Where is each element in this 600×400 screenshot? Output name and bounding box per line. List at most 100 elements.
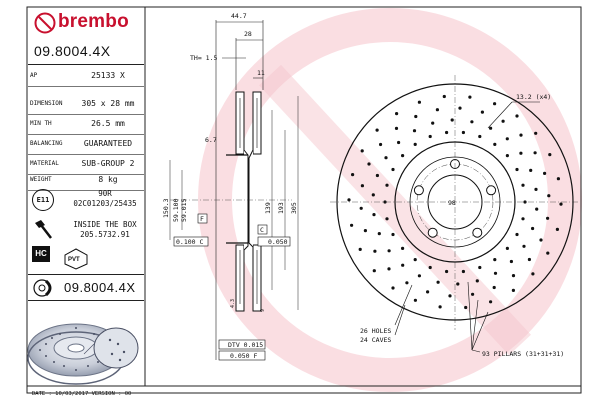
drill-hole xyxy=(387,249,391,253)
dim-28: 28 xyxy=(244,30,252,38)
drill-hole xyxy=(417,100,421,104)
drill-hole xyxy=(377,232,381,236)
spec-key: WEIGHT xyxy=(30,176,52,183)
drill-hole xyxy=(493,258,497,262)
drill-hole xyxy=(413,142,417,146)
spec-value: GUARANTEED xyxy=(83,139,133,148)
drill-hole xyxy=(521,183,525,187)
drill-hole xyxy=(535,207,539,211)
drill-hole xyxy=(371,193,375,197)
pillars-note: 93 PILLARS (31+31+31) xyxy=(482,350,564,358)
bolt-holes xyxy=(413,159,497,238)
spec-value: 26.5 mm xyxy=(91,119,125,128)
drill-hole xyxy=(401,154,405,158)
dim-4-3: 4.3 xyxy=(230,299,236,308)
disc-rendering-image xyxy=(27,323,139,385)
drill-hole xyxy=(445,269,449,274)
divider xyxy=(28,64,144,65)
dim-193: 193 xyxy=(277,202,285,214)
drill-hole xyxy=(505,246,509,250)
spec-row-material: MATERIAL SUB-GROUP 2 xyxy=(28,155,144,175)
drill-hole xyxy=(413,258,417,262)
drill-hole xyxy=(539,238,543,242)
drill-hole xyxy=(478,134,482,139)
drill-hole xyxy=(511,274,516,278)
drill-hole xyxy=(360,184,364,188)
drill-hole xyxy=(505,137,509,141)
dim-11: 11 xyxy=(257,69,265,77)
drill-hole xyxy=(527,257,532,262)
drill-hole xyxy=(379,142,383,147)
spec-value: 25133 X xyxy=(91,71,125,80)
drill-hole xyxy=(478,265,482,270)
drill-hole xyxy=(385,217,389,221)
spec-row-balancing: BALANCING GUARANTEED xyxy=(28,135,144,155)
drill-hole xyxy=(372,213,376,217)
divider xyxy=(28,274,144,275)
part-number: 09.8004.4X xyxy=(34,43,111,59)
dim-139: 139 xyxy=(264,202,272,214)
drill-hole xyxy=(347,198,351,202)
drill-hole xyxy=(493,102,497,106)
drill-hole xyxy=(367,162,371,166)
drill-hole xyxy=(431,121,435,125)
dim-150-3: 150.3 xyxy=(162,198,170,218)
spec-key: MATERIAL xyxy=(30,160,59,167)
spec-value: 8 kg xyxy=(98,175,118,184)
homologation-line1: 90R xyxy=(98,189,112,198)
drill-hole xyxy=(515,232,519,237)
drill-hole xyxy=(401,246,405,250)
drill-hole xyxy=(489,126,493,130)
drill-hole xyxy=(417,274,421,278)
spec-value: SUB-GROUP 2 xyxy=(81,159,135,168)
drill-hole xyxy=(350,223,354,227)
hc-badge: HC xyxy=(32,246,50,262)
drill-hole xyxy=(375,128,379,132)
drill-hole xyxy=(413,298,417,302)
tol-0-050-f: 0.050 F xyxy=(230,352,257,360)
drill-hole xyxy=(531,272,535,276)
drill-hole xyxy=(375,173,379,178)
drill-hole xyxy=(363,229,367,233)
pvt-badge: PVT xyxy=(68,257,80,263)
brand-name: brembo xyxy=(58,11,129,32)
drill-hole xyxy=(448,294,452,298)
drill-hole xyxy=(511,288,515,292)
drill-hole xyxy=(435,108,439,112)
drill-hole xyxy=(458,106,462,110)
dim-th: TH= 1.5 xyxy=(190,54,217,62)
drill-hole xyxy=(351,173,355,177)
homologation-row: E11 90R 02C01203/25435 xyxy=(28,186,144,214)
drill-hole xyxy=(515,167,519,172)
drill-hole xyxy=(546,216,550,220)
drill-hole xyxy=(358,247,362,251)
drill-hole xyxy=(519,133,523,137)
bolt-hole xyxy=(413,185,424,196)
drill-hole xyxy=(464,305,468,310)
tol-0-050: 0.050 xyxy=(268,238,288,246)
drill-hole xyxy=(436,280,440,284)
dim-6-7: 6.7 xyxy=(205,136,217,144)
spec-key: DIMENSION xyxy=(30,100,63,107)
bolt-hole xyxy=(472,227,483,238)
drill-hole xyxy=(461,269,465,274)
drill-hole xyxy=(546,251,550,255)
drill-hole xyxy=(548,153,552,157)
drill-hole xyxy=(547,194,551,198)
tol-dtv: DTV 0.015 xyxy=(228,341,263,349)
drill-hole xyxy=(515,114,519,118)
drill-hole xyxy=(471,292,475,296)
drill-hole xyxy=(397,140,401,145)
drill-hole xyxy=(442,94,446,99)
drill-hole xyxy=(522,244,526,248)
drill-hole xyxy=(384,156,388,160)
spec-row-weight: WEIGHT 8 kg xyxy=(28,171,144,191)
divider xyxy=(28,300,144,301)
dim-44-7: 44.7 xyxy=(231,12,247,20)
drill-hole xyxy=(534,187,538,191)
drill-hole xyxy=(529,168,533,172)
drill-hole xyxy=(519,151,523,155)
spec-key: BALANCING xyxy=(30,140,63,147)
